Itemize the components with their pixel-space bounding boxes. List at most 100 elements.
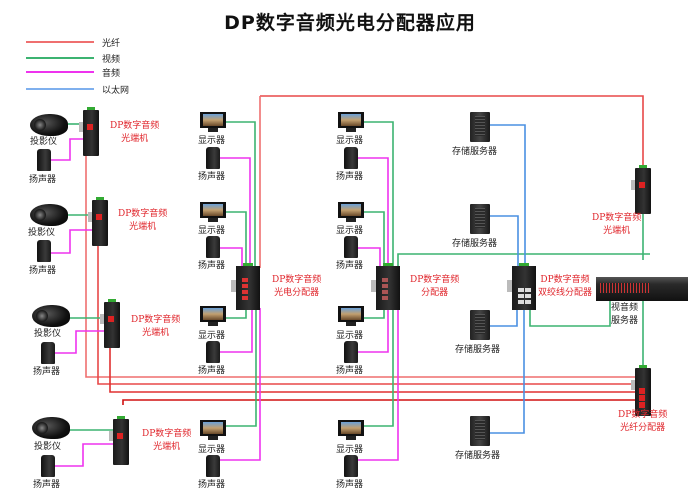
video-line — [225, 308, 257, 427]
ethernet-line — [490, 306, 525, 434]
storage-server-icon — [470, 112, 490, 142]
video-line — [362, 308, 394, 427]
speaker-label: 扬声器 — [336, 366, 364, 376]
video-line — [362, 211, 385, 268]
fiber-line — [122, 399, 640, 405]
video-line — [362, 308, 385, 319]
fiber-line — [260, 95, 644, 170]
legend-swatch-fiber — [26, 41, 94, 43]
device-label-line: DP数字音频 — [618, 410, 668, 420]
audio-line — [49, 138, 84, 161]
fiber-line — [85, 150, 640, 378]
legend-label: 视频 — [102, 54, 121, 65]
fiber-converter-icon — [109, 416, 129, 465]
monitor-icon — [338, 112, 364, 132]
speaker-label: 扬声器 — [198, 261, 226, 271]
display-label: 显示器 — [336, 136, 364, 146]
device-label-line: DP数字音频 — [540, 275, 590, 285]
device-label-line: 光端机 — [142, 328, 170, 338]
speaker-label: 扬声器 — [198, 480, 226, 490]
device-label-line: 光端机 — [603, 226, 631, 236]
display-label: 显示器 — [198, 136, 226, 146]
monitor-icon — [200, 202, 226, 222]
audio-splitter-icon — [371, 263, 400, 310]
speaker-icon — [41, 455, 55, 477]
projector-label: 投影仪 — [28, 228, 56, 238]
video-line — [362, 121, 394, 268]
projector-icon — [30, 114, 68, 136]
legend-label: 光纤 — [102, 38, 121, 49]
speaker-icon — [344, 236, 358, 258]
device-label-oe-splitter: DP数字音频光电分配器 — [272, 274, 321, 300]
speaker-label: 扬声器 — [198, 172, 226, 182]
fiber-converter-icon — [79, 107, 99, 156]
display-label: 显示器 — [198, 445, 226, 455]
speaker-icon — [344, 455, 358, 477]
fiber-line — [109, 343, 640, 393]
display-label: 显示器 — [336, 331, 364, 341]
monitor-icon — [338, 420, 364, 440]
storage-server-label: 存储服务器 — [452, 239, 498, 249]
speaker-label: 扬声器 — [33, 480, 61, 490]
speaker-icon — [206, 236, 220, 258]
audio-line — [218, 247, 243, 268]
device-label-line: 分配器 — [421, 288, 449, 298]
av-server-icon — [596, 277, 688, 301]
device-label-line: 光纤分配器 — [620, 423, 666, 433]
av-server-label: 视音频服务器 — [611, 302, 638, 328]
speaker-icon — [344, 147, 358, 169]
fiber-converter-icon — [100, 299, 120, 348]
speaker-icon — [206, 341, 220, 363]
device-label-converter-4: DP数字音频光端机 — [142, 428, 191, 454]
legend-label: 音频 — [102, 68, 121, 79]
device-label-line: DP数字音频 — [142, 429, 192, 439]
legend-item-fiber: 光纤 — [26, 36, 121, 49]
ethernet-line — [490, 215, 519, 266]
speaker-label: 扬声器 — [33, 367, 61, 377]
projector-icon — [32, 417, 70, 439]
device-label-line: DP数字音频 — [592, 213, 642, 223]
monitor-icon — [200, 306, 226, 326]
av-server-label-line: 服务器 — [611, 316, 639, 326]
display-label: 显示器 — [198, 226, 226, 236]
device-label-line: DP数字音频 — [110, 121, 160, 131]
projector-label: 投影仪 — [34, 442, 62, 452]
device-label-converter-1: DP数字音频光端机 — [110, 120, 159, 146]
speaker-label: 扬声器 — [336, 480, 364, 490]
audio-line — [49, 330, 104, 354]
audio-line — [218, 308, 261, 461]
video-line — [225, 121, 256, 268]
fiber-converter-icon — [631, 165, 651, 214]
speaker-icon — [344, 341, 358, 363]
fiber-line — [97, 243, 640, 385]
device-label-right-converter: DP数字音频光端机 — [592, 212, 641, 238]
twisted-pair-splitter-icon — [507, 263, 536, 310]
speaker-icon — [41, 342, 55, 364]
video-line — [225, 211, 247, 268]
speaker-label: 扬声器 — [336, 261, 364, 271]
legend-swatch-video — [26, 57, 94, 59]
projector-label: 投影仪 — [30, 137, 58, 147]
device-label-line: DP数字音频 — [272, 275, 322, 285]
legend-swatch-ethernet — [26, 88, 94, 90]
speaker-icon — [206, 147, 220, 169]
legend-item-audio: 音频 — [26, 66, 121, 79]
audio-line — [49, 443, 116, 467]
ethernet-line — [490, 124, 526, 266]
storage-server-icon — [470, 204, 490, 234]
video-line — [225, 308, 247, 319]
speaker-icon — [37, 240, 51, 262]
monitor-icon — [200, 420, 226, 440]
projector-icon — [30, 204, 68, 226]
device-label-line: 光端机 — [153, 442, 181, 452]
device-label-line: 双绞线分配器 — [538, 288, 593, 298]
monitor-icon — [338, 306, 364, 326]
audio-line — [218, 157, 251, 268]
audio-line — [355, 157, 389, 268]
device-label-converter-3: DP数字音频光端机 — [131, 314, 180, 340]
device-label-line: 光端机 — [129, 222, 157, 232]
ethernet-line — [490, 306, 518, 327]
legend-swatch-audio — [26, 71, 94, 73]
audio-line — [355, 308, 389, 353]
